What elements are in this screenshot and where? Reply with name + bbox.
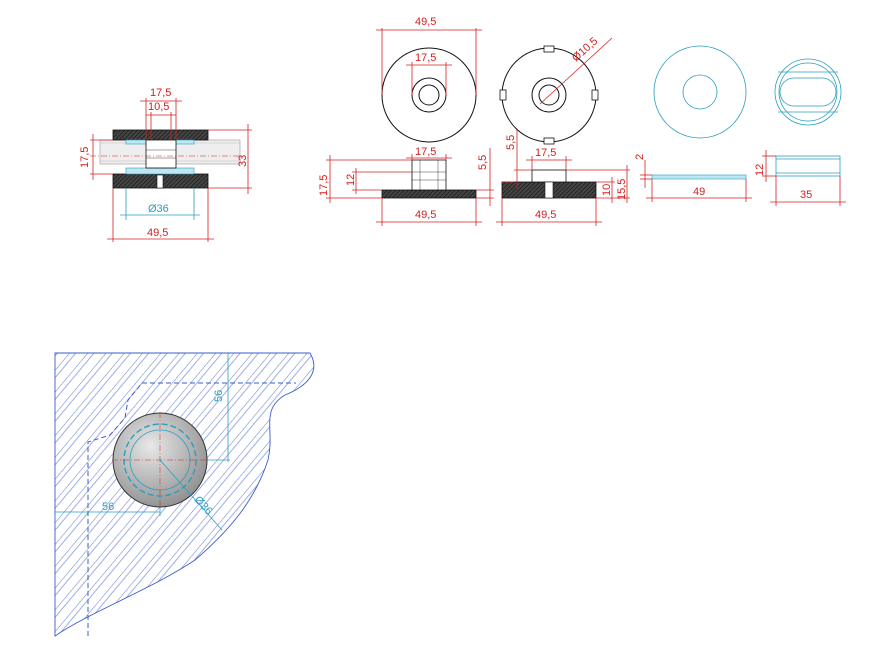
top-disc-side-base [381, 189, 477, 199]
dim-detail-horizontal: 56 [102, 501, 114, 513]
dim-bottom-disc-boss: 17,5 [535, 147, 556, 159]
dim-bottom-disc-hole: Ø10,5 [570, 35, 600, 64]
bottom-disc-view: Ø10,5 17,5 5,5 10 15,5 49,5 [496, 35, 630, 226]
ring-gasket-side [651, 174, 747, 180]
dim-top-disc-outer: 49,5 [415, 16, 436, 28]
sleeve-side [775, 155, 841, 177]
bottom-disc-outline [501, 47, 597, 143]
assembly-section-view: 17,5 10,5 17,5 33 Ø36 49,5 [79, 87, 252, 242]
placement-detail-view: 56 56 Ø36 [54, 352, 315, 637]
dim-top-disc-right: 5,5 [477, 155, 489, 170]
dim-top-disc-base: 49,5 [415, 209, 436, 221]
dim-top-disc-side-left: 17,5 [318, 175, 330, 196]
bolt [145, 139, 177, 169]
dim-top-disc-side-inner: 12 [345, 174, 357, 186]
top-disc-side-boss [411, 159, 447, 191]
sleeve-outline [774, 58, 842, 126]
top-clamp-disc [112, 129, 209, 141]
dim-detail-vertical: 56 [213, 390, 225, 402]
dim-gasket-diameter: Ø36 [148, 203, 169, 215]
dim-right-height: 33 [237, 155, 249, 167]
dim-base-width: 49,5 [147, 227, 168, 239]
dim-ring-diameter: 49 [693, 186, 705, 198]
dim-left-height: 17,5 [79, 147, 91, 168]
dim-bottom-disc-right-outer: 15,5 [616, 179, 628, 200]
dim-bottom-disc-right-inner: 10 [601, 184, 613, 196]
sleeve-view: 12 35 [754, 58, 846, 206]
top-disc-view: 49,5 17,5 17,5 17,5 12 5,5 [318, 16, 494, 226]
ring-gasket-view: 2 49 [634, 45, 752, 202]
dim-ring-thickness: 2 [634, 154, 646, 160]
dim-sleeve-height: 12 [754, 164, 766, 176]
dim-bottom-disc-left: 5,5 [505, 135, 517, 150]
dim-inner-width: 10,5 [148, 101, 169, 113]
dim-top-disc-hole: 17,5 [415, 52, 436, 64]
dim-top-width: 17,5 [150, 87, 171, 99]
dim-bottom-disc-base: 49,5 [535, 209, 556, 221]
dim-sleeve-width: 35 [800, 189, 812, 201]
ring-gasket-outline [653, 45, 747, 139]
dim-top-disc-boss: 17,5 [415, 146, 436, 158]
